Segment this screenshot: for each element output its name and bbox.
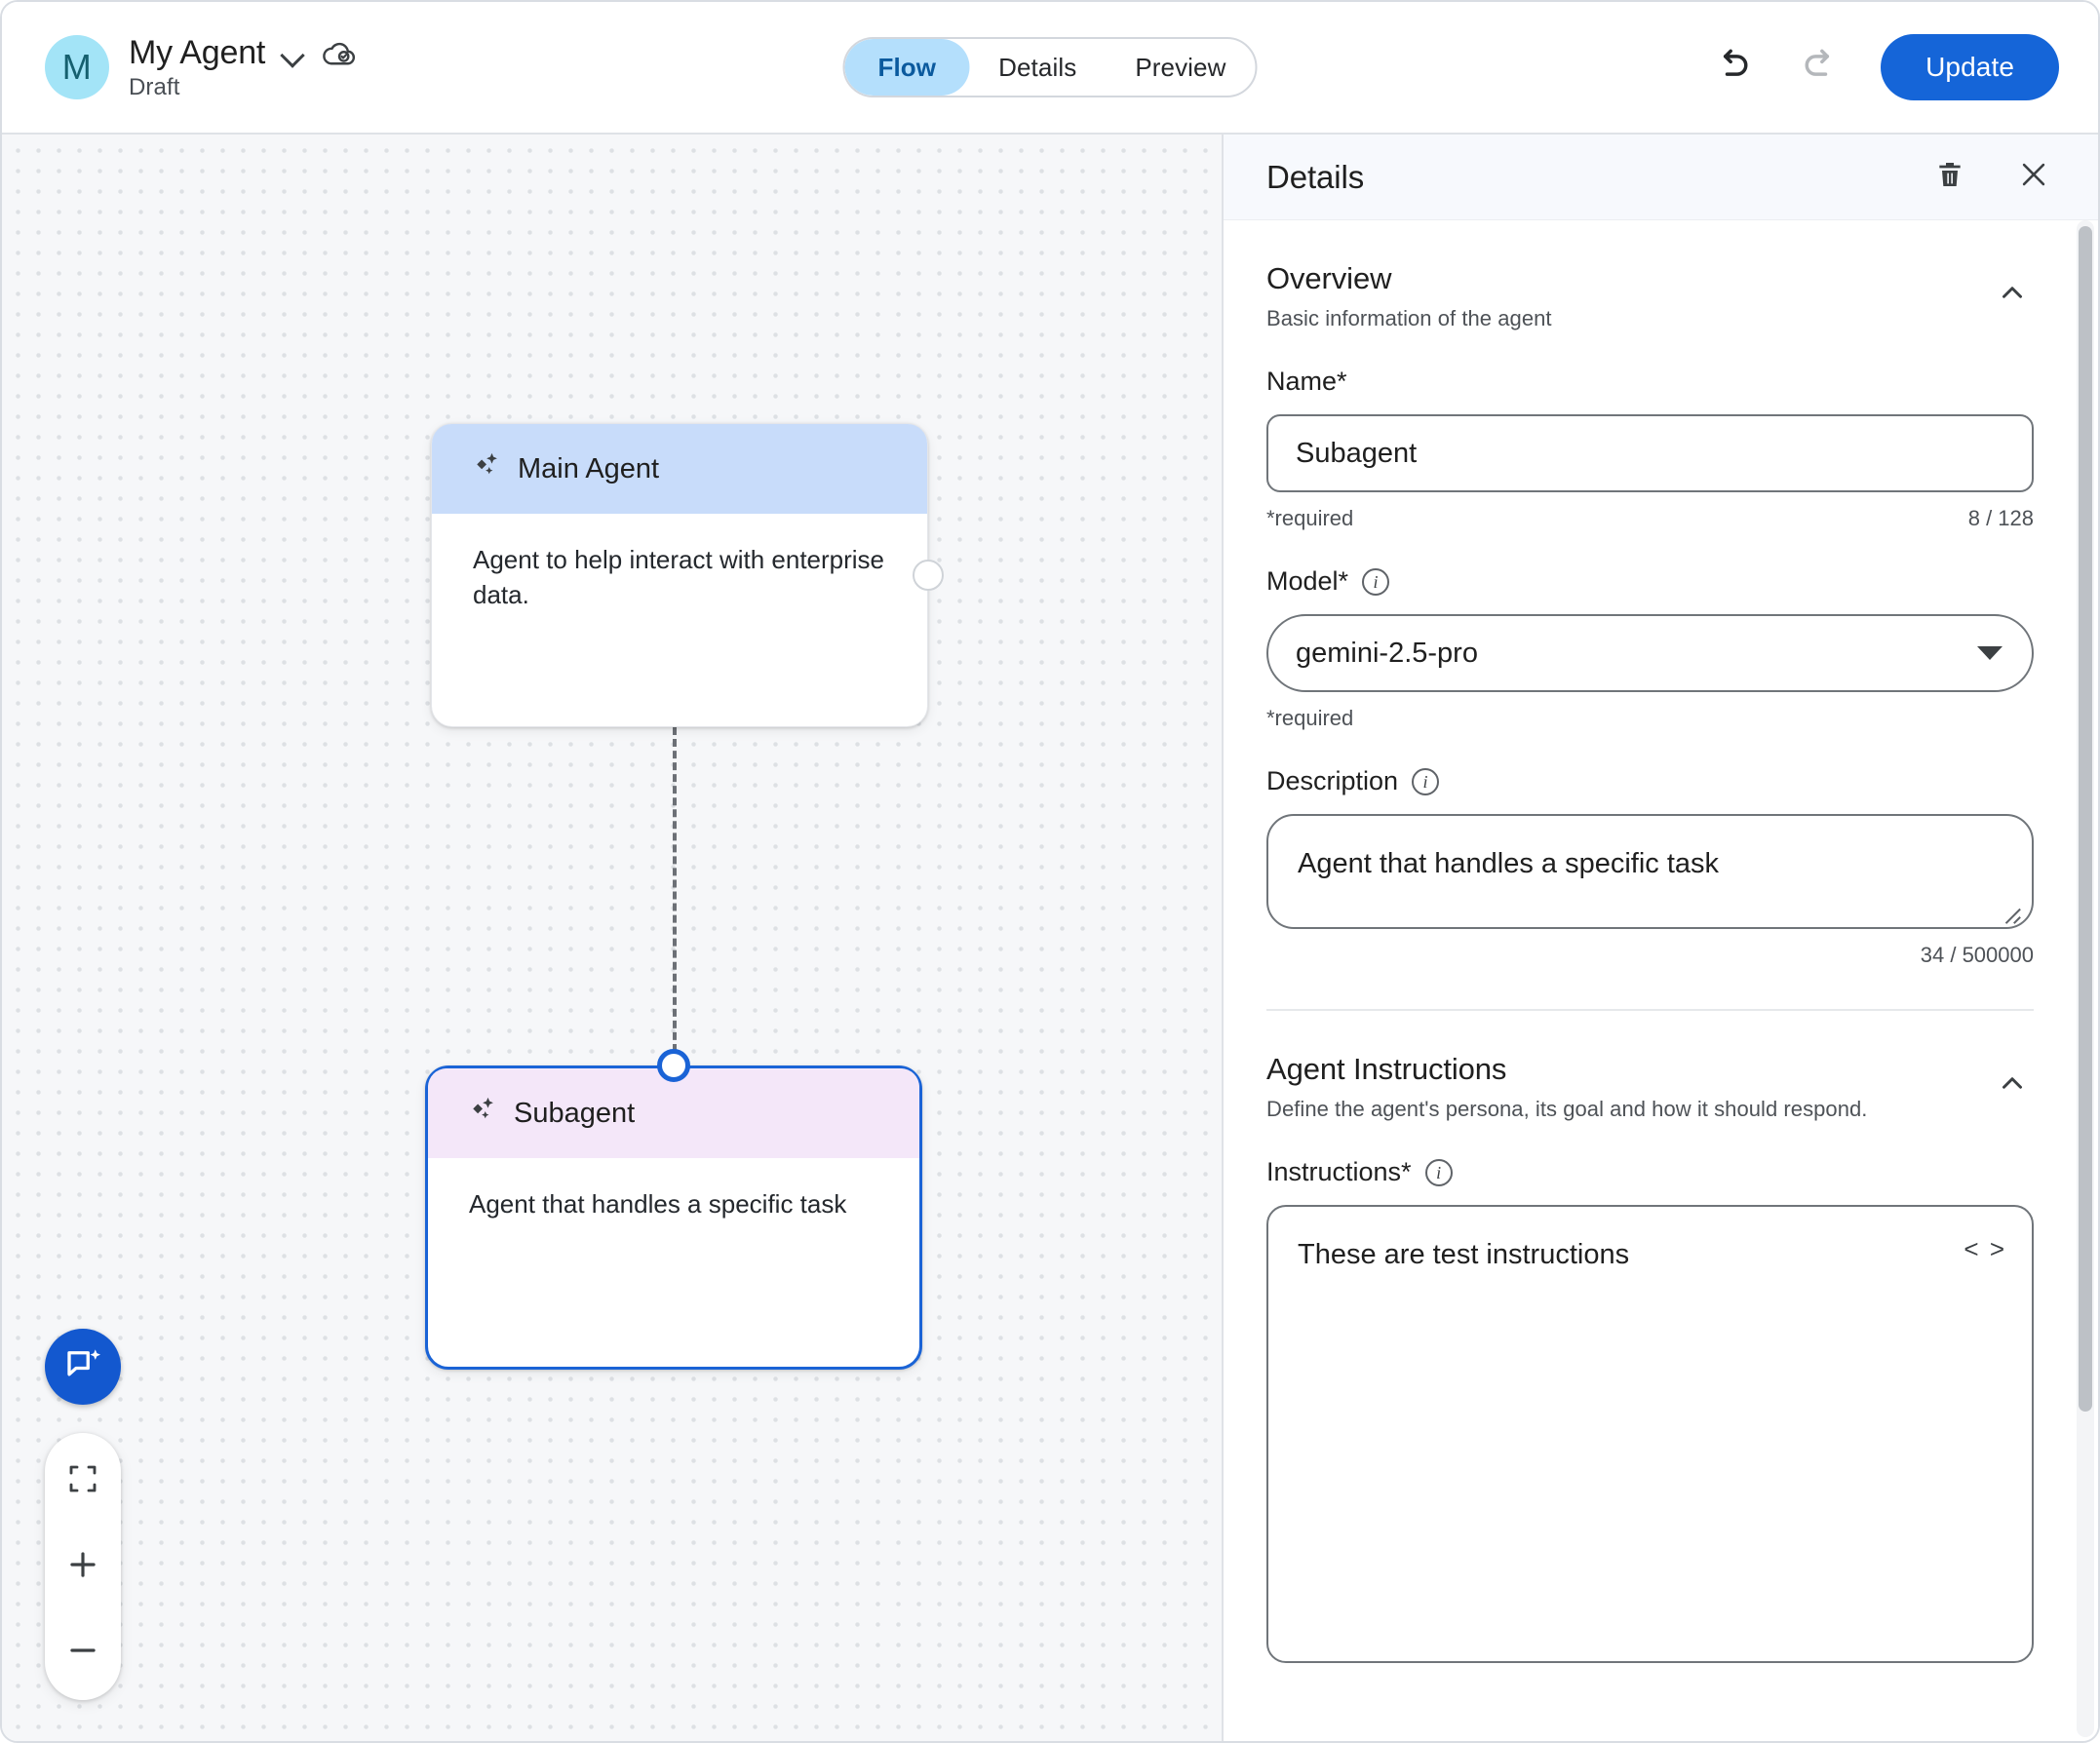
flow-node-subagent[interactable]: Subagent Agent that handles a specific t… — [425, 1049, 922, 1370]
tab-details[interactable]: Details — [998, 52, 1077, 82]
delete-button[interactable] — [1923, 150, 1977, 205]
brand-text: My Agent Draft — [129, 34, 357, 101]
section-title: Agent Instructions — [1266, 1052, 1507, 1086]
dropdown-caret-icon[interactable] — [1977, 646, 2003, 660]
trash-icon — [1934, 159, 1965, 195]
brand-title-row: My Agent — [129, 34, 357, 72]
description-textarea[interactable]: Agent that handles a specific task — [1266, 814, 2034, 929]
name-input[interactable] — [1266, 414, 2034, 492]
node-title: Main Agent — [518, 452, 660, 484]
collapse-overview-button[interactable] — [1991, 273, 2034, 316]
section-overview-text: Overview Basic information of the agent — [1266, 261, 1991, 331]
section-subtitle: Define the agent's persona, its goal and… — [1266, 1097, 1868, 1121]
section-agent-instructions-header: Agent Instructions Define the agent's pe… — [1266, 1011, 2034, 1122]
details-panel-content[interactable]: Overview Basic information of the agent … — [1224, 220, 2077, 1741]
undo-icon — [1711, 44, 1754, 92]
chevron-down-icon[interactable] — [281, 42, 306, 67]
model-helper-row: *required — [1266, 706, 2034, 731]
tab-preview[interactable]: Preview — [1135, 52, 1226, 82]
collapse-agent-instructions-button[interactable] — [1991, 1064, 2034, 1106]
plus-icon — [64, 1546, 101, 1588]
code-view-toggle[interactable]: < > — [1964, 1234, 2006, 1263]
section-title: Overview — [1266, 261, 1392, 295]
node-header: Subagent — [428, 1068, 919, 1158]
sparkle-icon — [469, 1095, 498, 1132]
tab-flow[interactable]: Flow — [844, 39, 970, 96]
fit-screen-icon — [65, 1461, 100, 1501]
section-subtitle: Basic information of the agent — [1266, 306, 1552, 330]
panel-scrollbar-thumb[interactable] — [2079, 226, 2092, 1412]
info-icon[interactable]: i — [1412, 767, 1440, 795]
model-selected-value: gemini-2.5-pro — [1296, 637, 1478, 669]
page-title: My Agent — [129, 33, 266, 71]
model-required-text: *required — [1266, 706, 1354, 730]
section-divider — [1266, 1009, 2034, 1011]
info-icon[interactable]: i — [1424, 1158, 1453, 1186]
chevron-up-icon — [1996, 1066, 2029, 1104]
model-select-wrap: gemini-2.5-pro — [1266, 614, 2034, 692]
name-helper-row: *required 8 / 128 — [1266, 506, 2034, 531]
name-counter: 8 / 128 — [1967, 506, 2034, 530]
top-bar: M My Agent Draft Flow D — [2, 2, 2098, 135]
node-header: Main Agent — [432, 424, 927, 514]
field-description: Description i Agent that handles a speci… — [1266, 766, 2034, 968]
node-description: Agent that handles a specific task — [469, 1189, 847, 1219]
description-label-text: Description — [1266, 766, 1399, 795]
undo-button[interactable] — [1705, 40, 1760, 95]
zoom-out-button[interactable] — [57, 1626, 109, 1679]
node-connection-handle-right[interactable] — [913, 560, 944, 591]
assistant-fab-button[interactable] — [45, 1329, 121, 1405]
resize-handle[interactable] — [2001, 898, 2022, 924]
flow-canvas[interactable]: Main Agent Agent to help interact with e… — [2, 135, 1222, 1741]
flow-edge-main-to-sub — [673, 727, 677, 1064]
field-instructions: Instructions* i These are test instructi… — [1266, 1157, 2034, 1663]
instructions-textarea[interactable]: These are test instructions < > — [1266, 1205, 2034, 1663]
brand-block: M My Agent Draft — [2, 34, 357, 101]
description-helper-row: 34 / 500000 — [1266, 943, 2034, 968]
details-panel-header: Details — [1224, 135, 2098, 220]
node-description: Agent to help interact with enterprise d… — [473, 545, 885, 609]
cloud-done-icon — [322, 38, 357, 67]
model-label-text: Model* — [1266, 566, 1349, 596]
close-icon — [2017, 158, 2050, 196]
redo-button[interactable] — [1793, 40, 1847, 95]
description-counter: 34 / 500000 — [1920, 943, 2034, 967]
sparkle-icon — [473, 450, 502, 487]
description-label: Description i — [1266, 766, 2034, 796]
avatar: M — [45, 35, 109, 99]
instructions-label: Instructions* i — [1266, 1157, 2034, 1187]
redo-icon — [1799, 44, 1842, 92]
top-bar-actions: Update — [1705, 34, 2059, 100]
details-panel-actions — [1923, 150, 2061, 205]
flow-node-main-agent[interactable]: Main Agent Agent to help interact with e… — [431, 423, 944, 727]
zoom-in-button[interactable] — [57, 1540, 109, 1593]
name-label: Name* — [1266, 367, 2034, 397]
instructions-value: These are test instructions — [1298, 1239, 1630, 1270]
field-model: Model* i gemini-2.5-pro *required — [1266, 566, 2034, 731]
details-panel-title: Details — [1266, 158, 1365, 195]
zoom-controls — [45, 1433, 121, 1700]
field-name: Name* *required 8 / 128 — [1266, 367, 2034, 531]
node-connection-handle-top[interactable] — [657, 1049, 690, 1082]
chat-sparkle-icon — [62, 1344, 103, 1390]
description-value: Agent that handles a specific task — [1298, 848, 1720, 879]
view-mode-tabs: Flow Details Preview — [842, 37, 1258, 97]
status-badge: Draft — [129, 73, 180, 100]
section-overview-header: Overview Basic information of the agent — [1266, 220, 2034, 331]
fit-screen-button[interactable] — [57, 1454, 109, 1507]
minus-icon — [64, 1632, 101, 1674]
details-panel: Details — [1222, 135, 2098, 1741]
close-button[interactable] — [2006, 150, 2061, 205]
name-label-text: Name* — [1266, 367, 1347, 396]
update-button[interactable]: Update — [1881, 34, 2059, 100]
panel-scrollbar-track[interactable] — [2077, 220, 2094, 1737]
model-label: Model* i — [1266, 566, 2034, 597]
instructions-label-text: Instructions* — [1266, 1157, 1412, 1186]
info-icon[interactable]: i — [1362, 567, 1390, 596]
chevron-up-icon — [1996, 276, 2029, 314]
section-agent-instructions-text: Agent Instructions Define the agent's pe… — [1266, 1052, 1991, 1122]
name-required-text: *required — [1266, 506, 1354, 530]
node-title: Subagent — [514, 1097, 636, 1129]
model-select[interactable]: gemini-2.5-pro — [1266, 614, 2034, 692]
